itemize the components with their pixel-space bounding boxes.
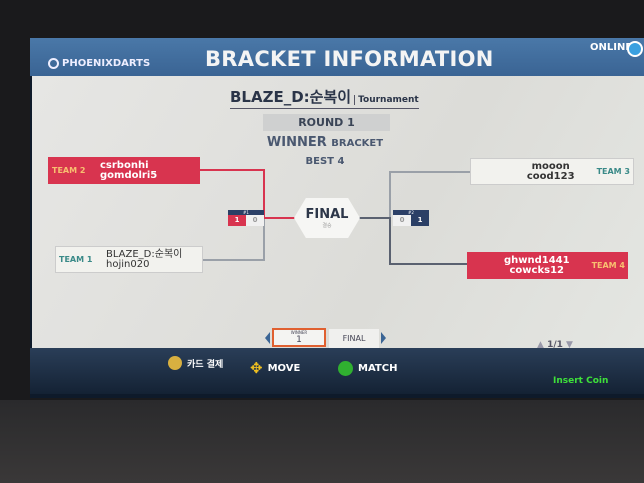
dpad-icon: ✥: [250, 359, 263, 377]
round-label: ROUND 1: [263, 114, 390, 131]
online-icon: [627, 41, 643, 57]
tab-value: 1: [296, 335, 302, 345]
bracket-line: [263, 219, 265, 261]
page-title: BRACKET INFORMATION: [205, 47, 494, 71]
player-name: ghwnd1441: [503, 254, 570, 266]
match-label: MATCH: [358, 363, 398, 374]
page-up-icon[interactable]: ▲: [537, 340, 544, 350]
card-icon: [168, 356, 182, 370]
page-down-icon[interactable]: ▼: [566, 340, 573, 350]
final-label: FINAL: [305, 207, 349, 222]
bracket-line: [263, 169, 265, 219]
insert-coin: Insert Coin: [553, 376, 609, 386]
move-label: MOVE: [267, 362, 301, 374]
online-status: ONLINE: [590, 42, 633, 53]
tournament-type: Tournament: [354, 95, 419, 105]
page-number: 1/1: [547, 340, 563, 350]
tab-final[interactable]: FINAL: [329, 329, 379, 348]
final-sub: 결승: [322, 223, 332, 229]
page-indicator: ▲ 1/1 ▼: [537, 340, 573, 350]
bracket-line: [359, 217, 391, 219]
footer-bar: [30, 348, 644, 394]
card-label: 카드 결제: [187, 359, 224, 370]
move-hint: ✥ MOVE: [250, 359, 300, 377]
tab-prev-icon[interactable]: [265, 332, 270, 344]
card-payment-hint: 카드 결제: [168, 356, 223, 370]
tab-label: WINNER: [290, 330, 308, 335]
bracket-line: [389, 217, 391, 265]
team-label: TEAM 4: [591, 261, 625, 270]
bracket-main: WINNER: [266, 135, 327, 150]
player-name: BLAZE_D:순복이: [106, 248, 183, 260]
best-label: BEST 4: [305, 156, 345, 167]
logo-text: PHOENIXDARTS: [62, 58, 151, 69]
bracket-line: [389, 171, 471, 173]
team-label: TEAM 1: [59, 255, 93, 264]
header-bar: [30, 38, 644, 76]
bracket-line: [203, 259, 265, 261]
match-id: #2: [393, 210, 429, 215]
match-id: #1: [228, 210, 264, 215]
bracket-sub: BRACKET: [331, 138, 384, 149]
match-hint: MATCH: [338, 361, 397, 376]
player-name: csrbonhi: [100, 159, 149, 171]
machine-bezel: [0, 400, 644, 483]
logo: PHOENIXDARTS: [48, 58, 150, 69]
green-button-icon: [338, 361, 353, 376]
player-name: cood123: [526, 170, 575, 182]
score-right: 1: [411, 215, 429, 226]
player-name: mooon: [531, 160, 570, 172]
bracket-line: [263, 217, 295, 219]
team-label: TEAM 3: [596, 167, 630, 176]
player-name: hojin020: [106, 258, 150, 270]
player-name: cowcks12: [509, 264, 564, 276]
bracket-label: WINNER BRACKET: [230, 135, 420, 150]
score-right: 0: [252, 216, 258, 224]
team-label: TEAM 2: [52, 166, 86, 175]
score-left: 1: [228, 215, 246, 226]
bracket-line: [200, 169, 265, 171]
score-left: 0: [399, 216, 405, 224]
tournament-name: BLAZE_D:순복이: [230, 88, 352, 106]
player-name: gomdolri5: [100, 169, 158, 181]
bracket-line: [389, 263, 468, 265]
tab-next-icon[interactable]: [381, 332, 386, 344]
phoenix-logo-icon: [48, 58, 59, 69]
